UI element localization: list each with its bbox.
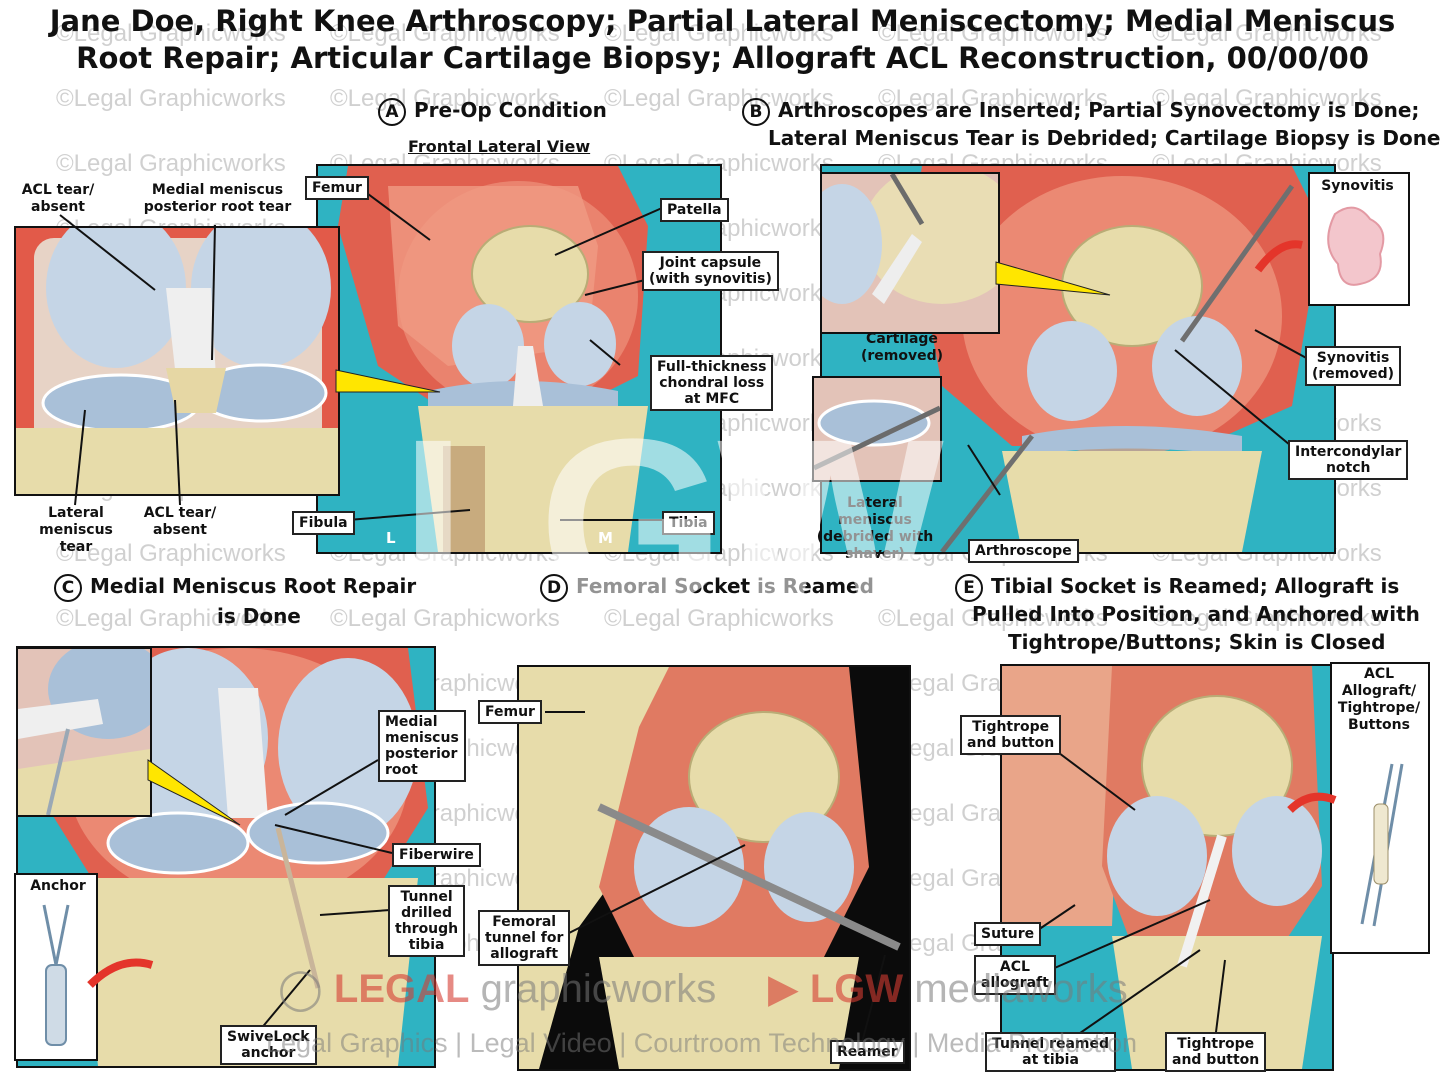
label-b-intercondylar-notch: Intercondylar notch: [1288, 440, 1409, 480]
section-e-title-line3: Tightrope/Buttons; Skin is Closed: [1008, 630, 1386, 654]
footer-mediaworks-text: mediaworks: [914, 967, 1128, 1011]
label-e-tightrope-top: Tightrope and button: [960, 715, 1062, 755]
label-a-joint-capsule: Joint capsule (with synovitis): [642, 251, 779, 291]
inset-illustration-e-graft: [1360, 763, 1404, 927]
label-e-tightrope-bottom: Tightrope and button: [1165, 1032, 1267, 1072]
label-e-suture: Suture: [974, 922, 1042, 946]
label-a-acl-tear: ACL tear/ absent: [21, 182, 95, 215]
label-c-fiberwire: Fiberwire: [392, 843, 481, 867]
section-c-letter: C: [54, 573, 82, 602]
section-e-title-line1: Tibial Socket is Reamed; Allograft is: [991, 574, 1400, 598]
page-title-line2: Root Repair; Articular Cartilage Biopsy;…: [76, 41, 1369, 75]
section-a-letter: A: [378, 97, 406, 126]
label-b-lateral-meniscus: Lateral meniscus (debrided with shaver): [816, 495, 934, 562]
label-e-acl-allograft: ACL allograft: [974, 955, 1056, 995]
panel-c-inset-anchor: [14, 873, 98, 1061]
page-title-line1: Jane Doe, Right Knee Arthroscopy; Partia…: [49, 4, 1396, 38]
section-c-heading: C Medial Meniscus Root Repair: [54, 573, 416, 602]
footer-tagline: Legal Graphics | Legal Video | Courtroom…: [266, 1028, 1138, 1058]
watermark-text: ©Legal Graphicworks: [604, 605, 834, 632]
footer-legal-text: LEGAL: [333, 967, 470, 1011]
footer-lgw-logo: ▶ LGW mediaworks: [768, 967, 1128, 1011]
label-a-acl-tear-bottom: ACL tear/ absent: [143, 505, 217, 538]
watermark-text: ©Legal Graphicworks: [56, 150, 286, 177]
label-b-synovitis: Synovitis: [1321, 178, 1394, 194]
inset-illustration-b-synovitis: [1327, 206, 1385, 286]
footer-graphicworks-text: graphicworks: [480, 967, 717, 1011]
label-c-tunnel: Tunnel drilled through tibia: [388, 885, 466, 957]
watermark-text: ©Legal Graphicworks: [330, 605, 560, 632]
footer-legal-logo: ◯ LEGAL graphicworks: [278, 967, 717, 1011]
knee-illustration-a: [338, 166, 648, 552]
panel-e-inset-graft: [1330, 662, 1430, 954]
label-a-medial-side: M: [598, 529, 613, 547]
footer-lgw-text: LGW: [809, 967, 904, 1011]
section-b-letter: B: [742, 97, 770, 126]
section-c-title-line2: is Done: [217, 604, 301, 628]
label-b-synovitis-removed: Synovitis (removed): [1305, 346, 1402, 386]
label-a-femur: Femur: [305, 176, 369, 200]
section-d-heading: D Femoral Socket is Reamed: [540, 573, 874, 602]
section-a-title: Pre-Op Condition: [414, 98, 607, 122]
section-b-title-line2: Lateral Meniscus Tear is Debrided; Carti…: [768, 126, 1441, 150]
section-a-subtitle: Frontal Lateral View: [408, 137, 591, 156]
label-e-tunnel-tibia: Tunnel reamed at tibia: [985, 1032, 1117, 1072]
panel-b-inset-cartilage: [820, 172, 1000, 334]
inset-illustration-b-cartilage: [822, 174, 998, 304]
inset-illustration-c-root: [18, 649, 150, 815]
label-d-femoral-tunnel: Femoral tunnel for allograft: [478, 910, 571, 966]
label-e-acl-allograft-box: ACL Allograft/ Tightrope/ Buttons: [1337, 666, 1421, 733]
panel-a-inset: [14, 226, 340, 496]
section-a-heading: A Pre-Op Condition: [378, 97, 607, 126]
label-c-medial-root: Medial meniscus posterior root: [378, 710, 466, 782]
inset-illustration-b-meniscus: [814, 399, 940, 471]
label-b-arthroscope: Arthroscope: [968, 539, 1079, 563]
inset-illustration-a: [16, 228, 338, 494]
section-b-title-line1: Arthroscopes are Inserted; Partial Synov…: [778, 98, 1420, 122]
section-e-title-line2: Pulled Into Position, and Anchored with: [972, 602, 1420, 626]
label-a-lateral-side: L: [386, 529, 396, 547]
panel-b-inset-synovitis: [1308, 172, 1410, 306]
label-a-patella: Patella: [660, 198, 729, 222]
section-e-letter: E: [955, 573, 983, 602]
label-a-tibia: Tibia: [662, 511, 715, 535]
panel-b-inset-meniscus: [812, 376, 942, 482]
label-d-reamer: Reamer: [830, 1040, 905, 1064]
watermark-text: ©Legal Graphicworks: [56, 85, 286, 112]
section-e-heading: E Tibial Socket is Reamed; Allograft is: [955, 573, 1399, 602]
label-c-swivelock-anchor: SwiveLock anchor: [220, 1025, 317, 1065]
label-a-chondral-loss: Full-thickness chondral loss at MFC: [650, 355, 774, 411]
section-b-heading: B Arthroscopes are Inserted; Partial Syno…: [742, 97, 1419, 126]
section-d-title: Femoral Socket is Reamed: [576, 574, 874, 598]
section-c-title-line1: Medial Meniscus Root Repair: [90, 574, 417, 598]
label-b-cartilage-removed: Cartilage (removed): [860, 331, 944, 364]
label-a-lateral-meniscus-tear: Lateral meniscus tear: [39, 505, 113, 555]
label-d-femur: Femur: [478, 700, 542, 724]
section-d-letter: D: [540, 573, 568, 602]
panel-c-inset-root: [16, 647, 152, 817]
label-a-medial-root-tear: Medial meniscus posterior root tear: [143, 182, 292, 215]
label-a-fibula: Fibula: [292, 511, 355, 535]
inset-illustration-c-anchor: [42, 904, 70, 1046]
label-c-anchor: Anchor: [30, 878, 86, 894]
